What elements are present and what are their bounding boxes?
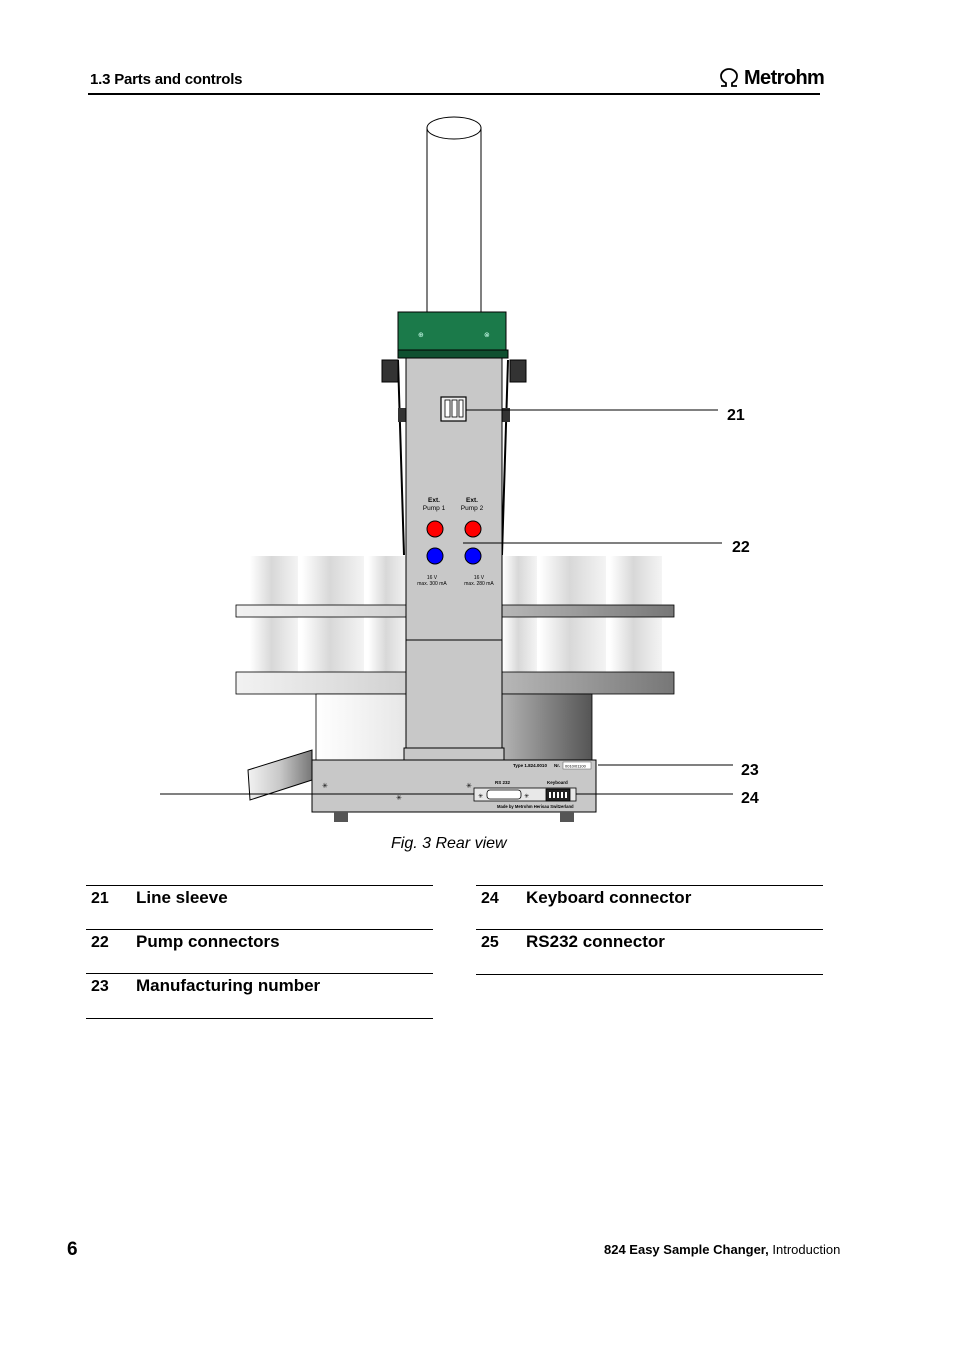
- omega-icon: [720, 68, 738, 87]
- foot-right: [560, 812, 574, 822]
- pump-connectors: [426, 520, 482, 565]
- legend-item-23: 23 Manufacturing number: [86, 973, 433, 1018]
- figure-caption: Fig. 3 Rear view: [391, 835, 507, 852]
- pump1-label-line1: Ext.: [428, 497, 440, 504]
- foot-left: [334, 812, 348, 822]
- page-number: 6: [67, 1239, 78, 1260]
- svg-text:✳: ✳: [478, 793, 483, 800]
- legend-label: Line sleeve: [136, 888, 228, 907]
- pump2-red-connector: [464, 520, 482, 538]
- keyboard-connector: [545, 788, 571, 802]
- logo-text: Metrohm: [744, 66, 825, 89]
- callout-23: 23: [741, 762, 759, 779]
- serial-plate: [562, 761, 592, 770]
- pump2-label-line1: Ext.: [466, 497, 478, 504]
- legend-number: 23: [91, 978, 109, 995]
- legend-number: 21: [91, 890, 109, 907]
- legend-label: Manufacturing number: [136, 976, 321, 995]
- rs232-label: RS 232: [495, 780, 511, 785]
- leader-lines: [160, 409, 733, 795]
- line-sleeve: [440, 396, 467, 422]
- header-rule: [88, 93, 820, 95]
- footer-chapter: Introduction: [768, 1242, 841, 1257]
- legend-item-21: 21 Line sleeve: [86, 885, 433, 930]
- pump1-blue-connector: [426, 547, 444, 565]
- legend-item-22: 22 Pump connectors: [86, 929, 433, 974]
- robot-head: [397, 311, 507, 355]
- pump1-red-connector: [426, 520, 444, 538]
- pump1-voltage: 16 V: [427, 575, 438, 581]
- callout-21: 21: [727, 407, 745, 424]
- legend-label: RS232 connector: [526, 932, 665, 951]
- pump2-current: max. 280 mA: [464, 581, 494, 587]
- callout-22: 22: [732, 539, 750, 556]
- made-by-label: Made by Metrohm Herisau Switzerland: [497, 804, 574, 809]
- callout-24: 24: [741, 790, 759, 807]
- legend-label: Pump connectors: [136, 932, 280, 951]
- legend-number: 25: [481, 934, 499, 951]
- section-title: 1.3 Parts and controls: [90, 71, 243, 88]
- pump2-label-line2: Pump 2: [461, 505, 484, 512]
- legend-rule: [476, 974, 823, 975]
- keyboard-label: Keyboard: [547, 780, 568, 785]
- pump1-current: max. 300 mA: [417, 581, 447, 587]
- footer-text: 824 Easy Sample Changer, Introduction: [604, 1242, 840, 1257]
- base-housing: [311, 759, 597, 813]
- pump1-label-line2: Pump 1: [423, 505, 446, 512]
- lift-cylinder: [426, 116, 482, 315]
- svg-text:✳: ✳: [396, 794, 402, 802]
- pump2-voltage: 16 V: [474, 575, 485, 581]
- metrohm-logo: Metrohm: [718, 66, 825, 90]
- legend-item-25: 25 RS232 connector: [476, 929, 823, 974]
- rear-view-figure: ⊕ ⊗ Ext. Pump 1 Ext. Pump 2 16 V max. 30…: [160, 116, 759, 822]
- legend-label: Keyboard connector: [526, 888, 692, 907]
- pump2-blue-connector: [464, 547, 482, 565]
- svg-text:✳: ✳: [466, 782, 472, 790]
- type-label: Type 1.824.0010: [513, 763, 547, 768]
- svg-text:✳: ✳: [524, 793, 529, 800]
- svg-text:⊗: ⊗: [484, 331, 490, 339]
- svg-text:⊕: ⊕: [418, 331, 424, 339]
- nr-label: Nr.: [554, 763, 560, 768]
- tower-brackets: [381, 359, 527, 556]
- guide-rail: [247, 749, 313, 801]
- legend-number: 24: [481, 890, 499, 907]
- tower-lower: [405, 639, 503, 749]
- legend-item-24: 24 Keyboard connector: [476, 885, 823, 930]
- svg-text:✳: ✳: [322, 782, 328, 790]
- serial-number: 0010/01100: [565, 764, 587, 769]
- footer-product: 824 Easy Sample Changer,: [604, 1242, 769, 1257]
- legend-rule: [86, 1018, 433, 1019]
- legend-number: 22: [91, 934, 109, 951]
